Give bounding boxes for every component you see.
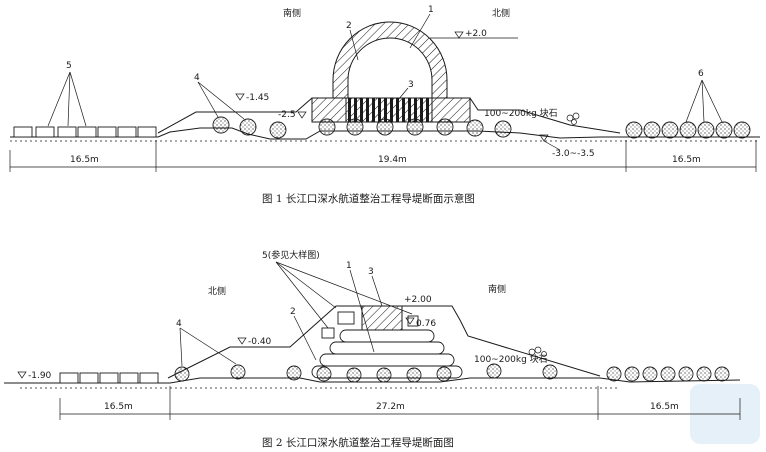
- fig1-callout-6: 6: [698, 69, 704, 79]
- fig2-side-north: 北侧: [208, 285, 226, 297]
- fig1-sandbags-left: [212, 116, 512, 139]
- fig1-concrete-blocks: [13, 126, 157, 138]
- fig1-callout-2: 2: [346, 21, 352, 31]
- fig2-dim-right: 16.5m: [650, 402, 679, 412]
- fig1-level-bottom: -3.0~-3.5: [552, 149, 595, 159]
- fig2-stone-label: 100~200kg 块石: [474, 353, 548, 365]
- fig2-callout-4: 4: [176, 319, 182, 329]
- fig1-sandbags-right: [625, 121, 751, 139]
- fig2-concrete-blocks: [59, 372, 159, 384]
- fig1-arch-caisson: [332, 21, 448, 99]
- fig1-callout-4: 4: [194, 73, 200, 83]
- fig1-level-left: -1.45: [246, 93, 269, 103]
- fig1-callout-1: 1: [428, 5, 434, 15]
- fig1-dim-left: 16.5m: [70, 155, 99, 165]
- fig2-callout-1: 1: [346, 261, 352, 271]
- fig1-seabed-line: [10, 127, 760, 140]
- fig2-callout-2: 2: [290, 307, 296, 317]
- fig1-dim-right: 16.5m: [672, 155, 701, 165]
- fig1-level-top: +2.0: [465, 29, 487, 39]
- fig1-dim-mid: 19.4m: [378, 155, 407, 165]
- fig1-caisson-piles: [345, 97, 433, 123]
- fig2-detail-block: [337, 311, 355, 325]
- fig2-layered-bags: [311, 329, 463, 379]
- fig2-callout-3: 3: [368, 267, 374, 277]
- fig2-level-left: -0.40: [248, 337, 272, 347]
- fig1-side-south: 南侧: [283, 7, 301, 19]
- fig2-level-top: +2.00: [404, 295, 432, 305]
- fig2-caption: 图 2 长江口深水航道整治工程导堤断面图: [262, 436, 454, 449]
- fig1-level-inner: -2.5: [278, 110, 296, 120]
- fig2-dim-mid: 27.2m: [376, 402, 405, 412]
- fig2-side-south: 南侧: [488, 283, 506, 295]
- fig1-level-marker-top: [454, 31, 464, 39]
- figure-2: 北侧 南侧 5(参见大样图) 1 3 2 +2.00: [4, 249, 741, 449]
- fig1-callout-3: 3: [408, 80, 414, 90]
- fig2-level-mid: 0.76: [416, 319, 436, 329]
- fig1-callout-5: 5: [66, 61, 72, 71]
- fig2-callout-5: 5(参见大样图): [262, 249, 320, 261]
- fig1-side-north: 北侧: [492, 7, 510, 19]
- fig2-level-far-left: -1.90: [28, 371, 52, 381]
- fig1-caption: 图 1 长江口深水航道整治工程导堤断面示意图: [262, 192, 475, 205]
- figure-1: 南侧 北侧 2 1 3 +2.0 -1.45 -2.5 -3.0~-3.5: [9, 5, 760, 205]
- fig2-dim-left: 16.5m: [104, 402, 133, 412]
- fig1-stone-label: 100~200kg 块石: [484, 107, 558, 119]
- fig2-sandbags: [174, 363, 730, 383]
- fig2-crown-wall: [361, 305, 403, 331]
